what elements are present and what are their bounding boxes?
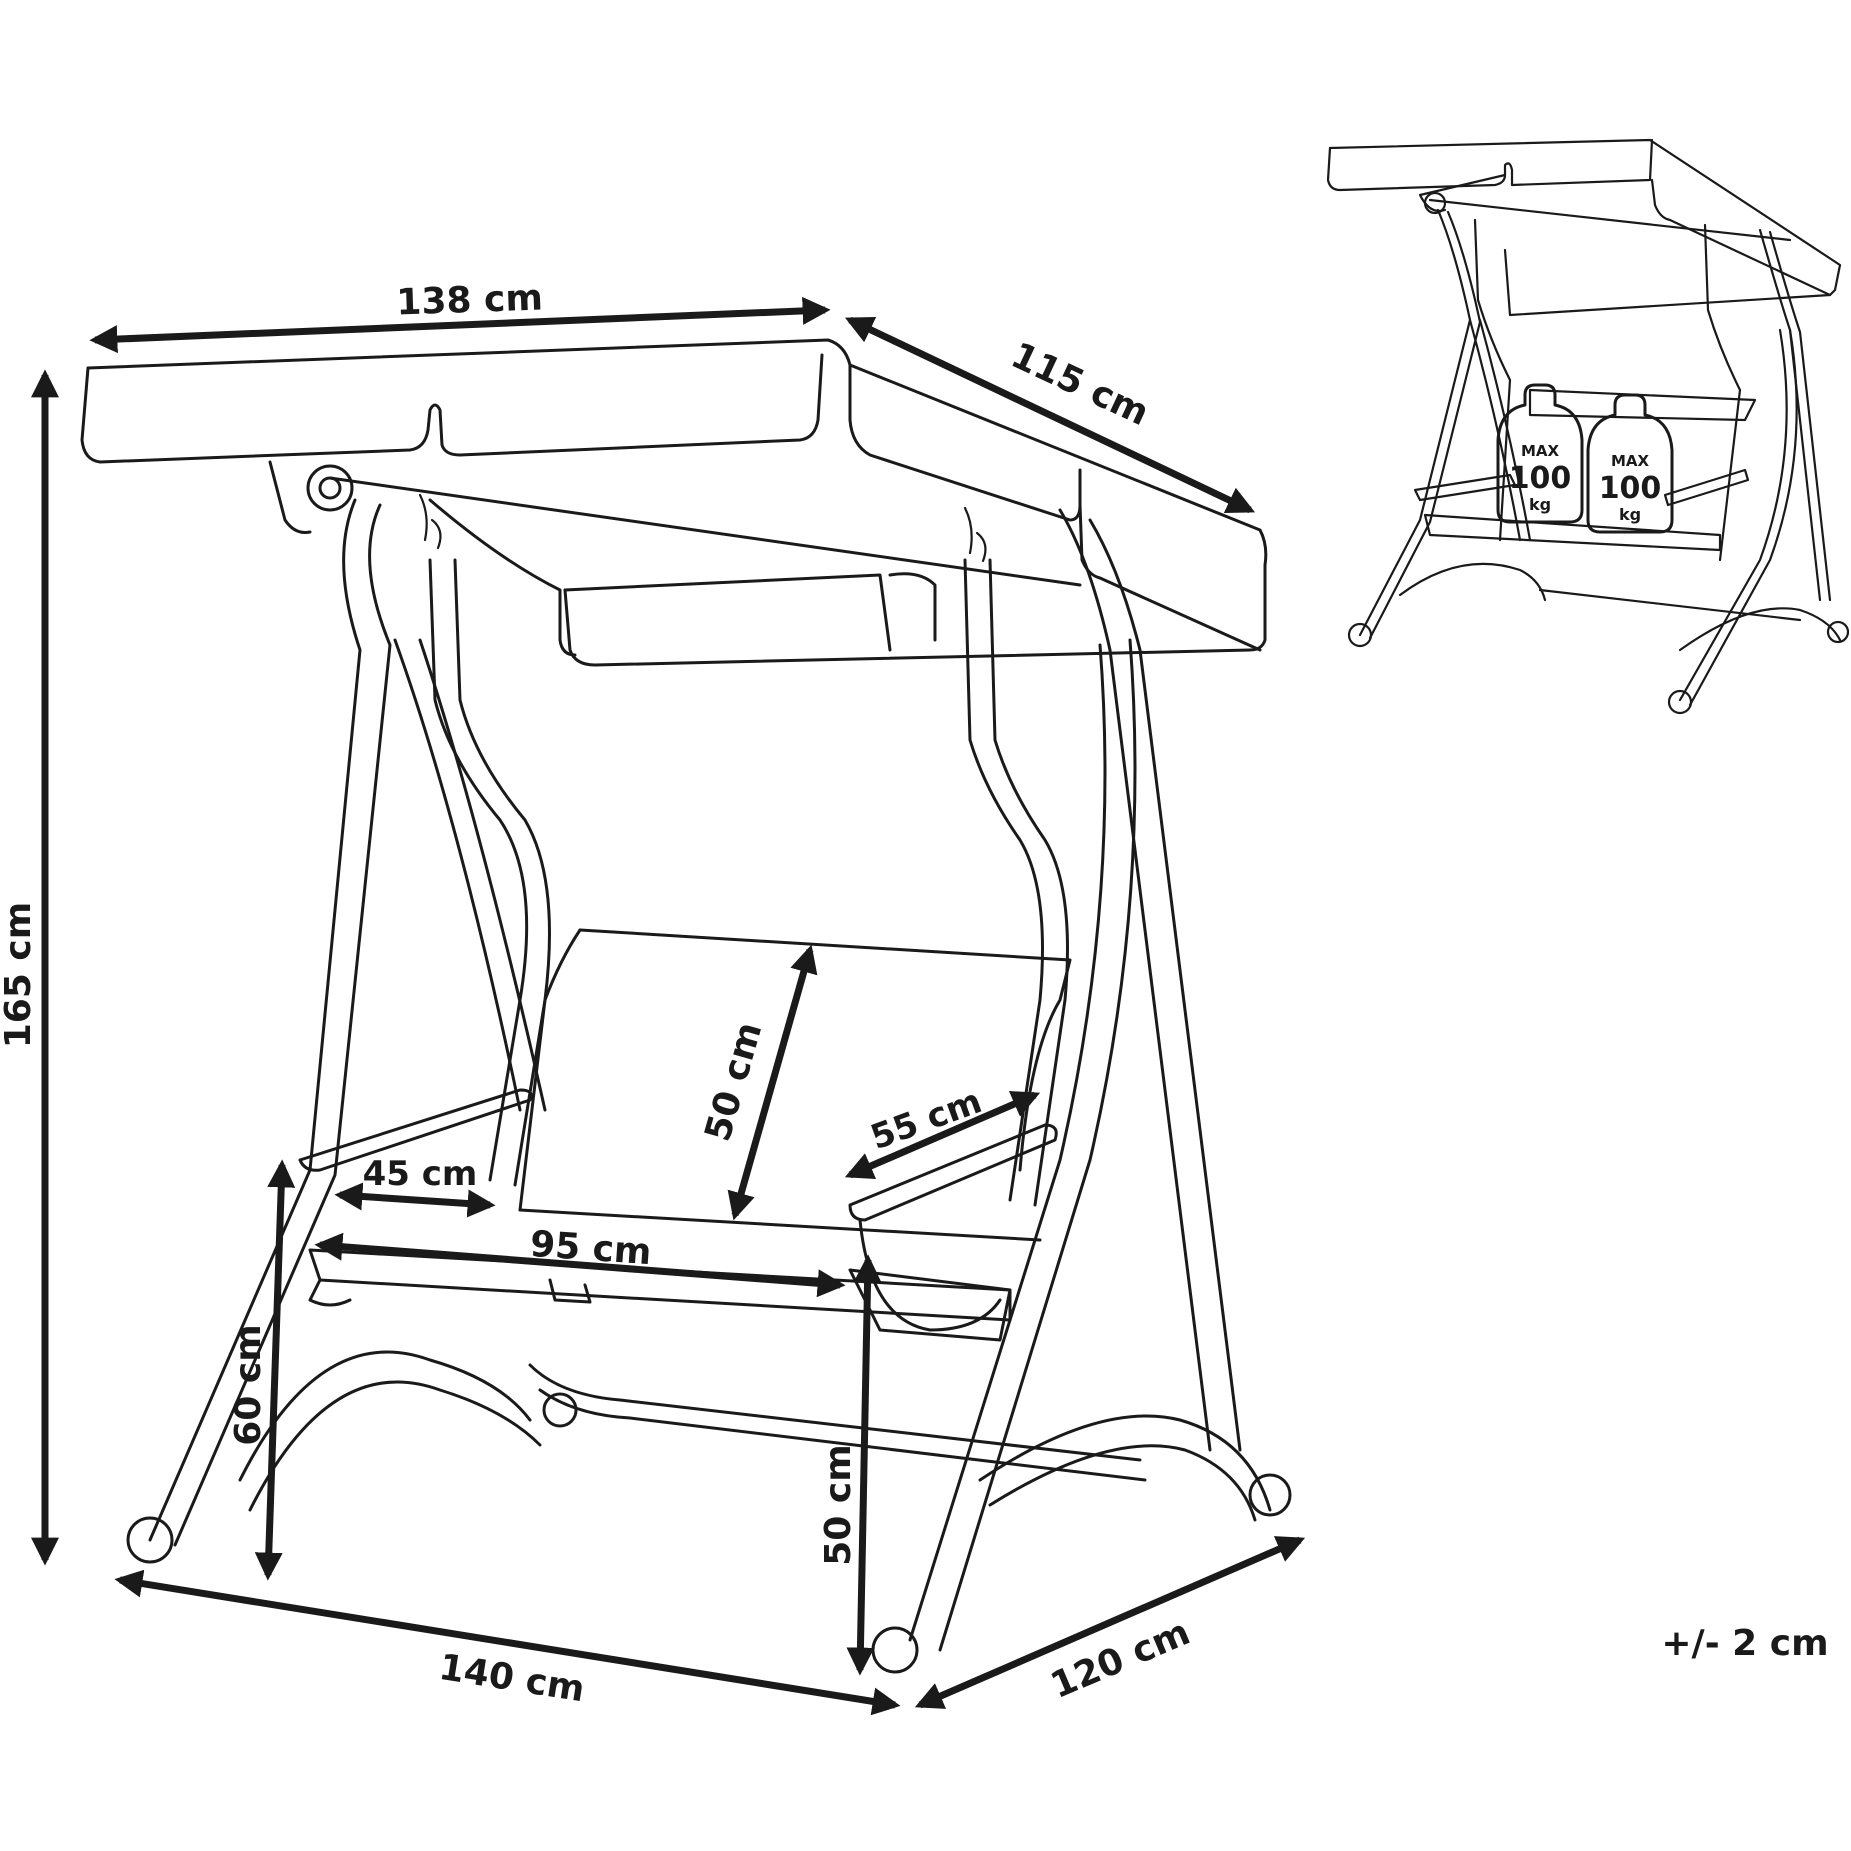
- label-total-height: 165 cm: [0, 902, 39, 1049]
- load-badge-left: MAX 100 kg: [1496, 383, 1584, 524]
- badge-unit: kg: [1619, 505, 1641, 524]
- weight-icon: [1496, 383, 1584, 524]
- foot-cap: [871, 1626, 919, 1674]
- weight-icon: [1586, 393, 1674, 534]
- label-armrest-height: 60 cm: [228, 1324, 269, 1445]
- label-seat-height: 50 cm: [818, 1444, 859, 1565]
- dim-line-seat-width: [314, 1232, 846, 1298]
- dimension-labels: 138 cm 115 cm 165 cm 50 cm 55 cm 45 cm 9…: [0, 277, 1829, 1710]
- label-base-width: 140 cm: [436, 1647, 587, 1710]
- label-armrest-depth: 55 cm: [865, 1081, 986, 1158]
- label-base-depth: 120 cm: [1045, 1612, 1196, 1707]
- badge-value: 100: [1599, 471, 1662, 506]
- frame: [126, 498, 1292, 1674]
- label-seat-width: 95 cm: [529, 1224, 653, 1273]
- bar-end-cap-left: [306, 464, 354, 512]
- label-tolerance: +/- 2 cm: [1661, 1623, 1828, 1664]
- inset-swing-illustration: [1326, 138, 1850, 715]
- main-swing-illustration: [80, 338, 1292, 1674]
- foot-cap: [542, 1392, 578, 1428]
- seat: [298, 928, 1072, 1342]
- dim-line-canopy-depth: [844, 316, 1256, 514]
- badge-value: 100: [1509, 461, 1572, 496]
- foot-cap: [1248, 1473, 1292, 1517]
- dim-line-backrest: [727, 944, 818, 1221]
- dim-line-seat-depth: [334, 1182, 496, 1218]
- load-badge-right: MAX 100 kg: [1586, 393, 1674, 534]
- badge-unit: kg: [1529, 495, 1551, 514]
- foot-cap: [126, 1516, 174, 1564]
- badge-max-label: MAX: [1521, 442, 1560, 460]
- dim-line-seat-height: [846, 1254, 882, 1676]
- dim-line-base-width: [114, 1569, 901, 1716]
- hangers: [418, 493, 1069, 1207]
- label-canopy-width: 138 cm: [396, 277, 544, 323]
- dimension-lines: [30, 296, 1306, 1716]
- dim-line-armrest-depth: [844, 1091, 1041, 1179]
- dim-line-canopy-width: [89, 296, 831, 354]
- label-seat-depth: 45 cm: [363, 1154, 478, 1194]
- badge-max-label: MAX: [1611, 452, 1650, 470]
- dim-line-armrest-height: [254, 1159, 296, 1581]
- label-canopy-depth: 115 cm: [1005, 335, 1155, 434]
- dim-line-base-depth: [914, 1536, 1306, 1709]
